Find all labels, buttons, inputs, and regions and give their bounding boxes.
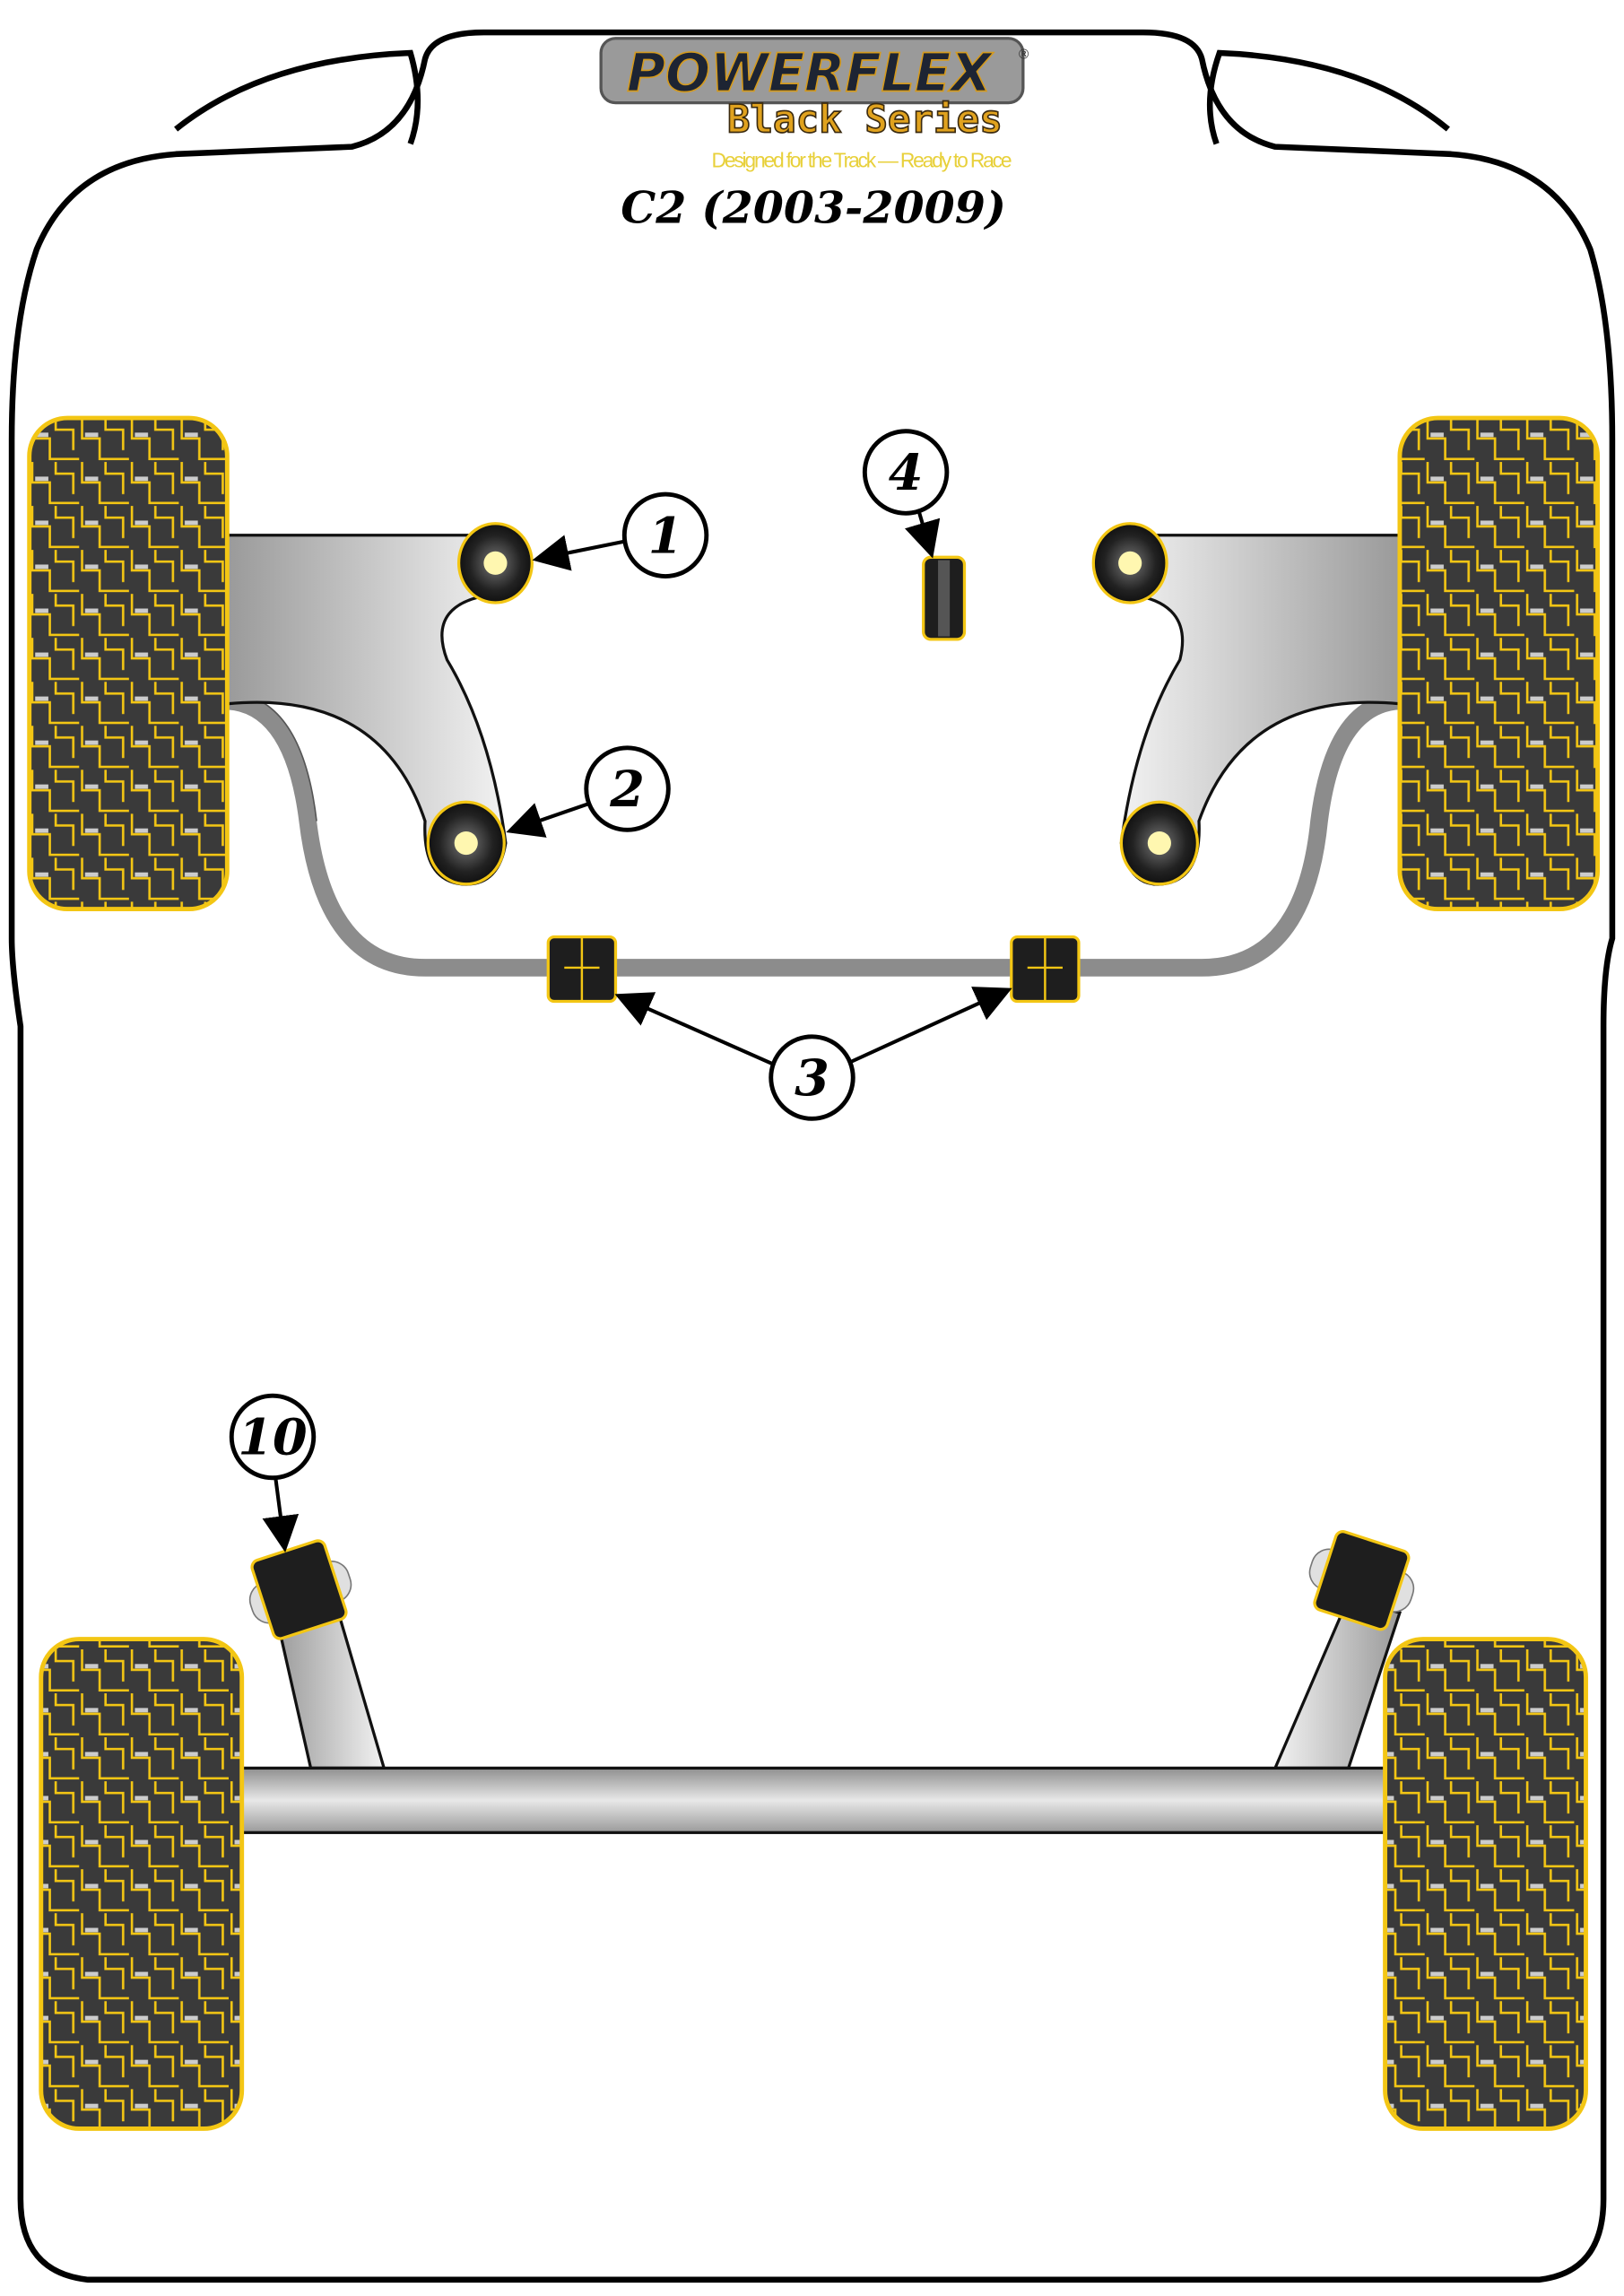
bush-10-left[interactable] xyxy=(246,1539,356,1640)
car-body-outline xyxy=(8,29,1616,2283)
callout-2[interactable]: 2 xyxy=(584,745,671,832)
rear-right-tyre xyxy=(1383,1637,1588,2131)
callout-1[interactable]: 1 xyxy=(621,491,709,579)
front-anti-roll-bar xyxy=(218,691,1409,977)
svg-text:2: 2 xyxy=(609,761,645,819)
bush-3-right[interactable] xyxy=(1010,935,1081,1004)
bush-2-left[interactable] xyxy=(426,800,506,886)
bush-1-right[interactable] xyxy=(1091,522,1168,604)
left-mirror xyxy=(174,49,421,145)
svg-text:10: 10 xyxy=(238,1409,308,1467)
svg-text:®: ® xyxy=(1017,48,1030,63)
right-mirror xyxy=(1206,49,1450,145)
svg-text:Designed for the Track — Ready: Designed for the Track — Ready to Race xyxy=(712,149,1012,172)
bush-1-left[interactable] xyxy=(456,522,534,604)
svg-text:3: 3 xyxy=(795,1049,829,1108)
bush-10-right[interactable] xyxy=(1305,1530,1418,1631)
front-left-tyre xyxy=(27,415,230,912)
callout-3[interactable]: 3 xyxy=(769,1034,855,1121)
bush-2-right[interactable] xyxy=(1119,800,1200,886)
callout-4[interactable]: 4 xyxy=(862,429,950,516)
svg-text:Black Series: Black Series xyxy=(727,98,1003,142)
front-right-tyre xyxy=(1397,415,1601,912)
powerflex-logo: POWERFLEX ® Black Series Designed for th… xyxy=(599,37,1030,172)
callout-arrows xyxy=(262,511,1012,1553)
rear-left-tyre xyxy=(39,1637,245,2131)
svg-text:1: 1 xyxy=(648,507,683,565)
rear-beam xyxy=(240,1766,1387,1834)
callout-10[interactable]: 10 xyxy=(229,1393,317,1481)
page-title: C2 (2003-2009) xyxy=(621,182,1006,234)
bush-3-left[interactable] xyxy=(546,935,618,1004)
svg-text:4: 4 xyxy=(889,444,924,502)
svg-text:POWERFLEX: POWERFLEX xyxy=(627,42,994,104)
bush-4[interactable] xyxy=(922,555,967,641)
